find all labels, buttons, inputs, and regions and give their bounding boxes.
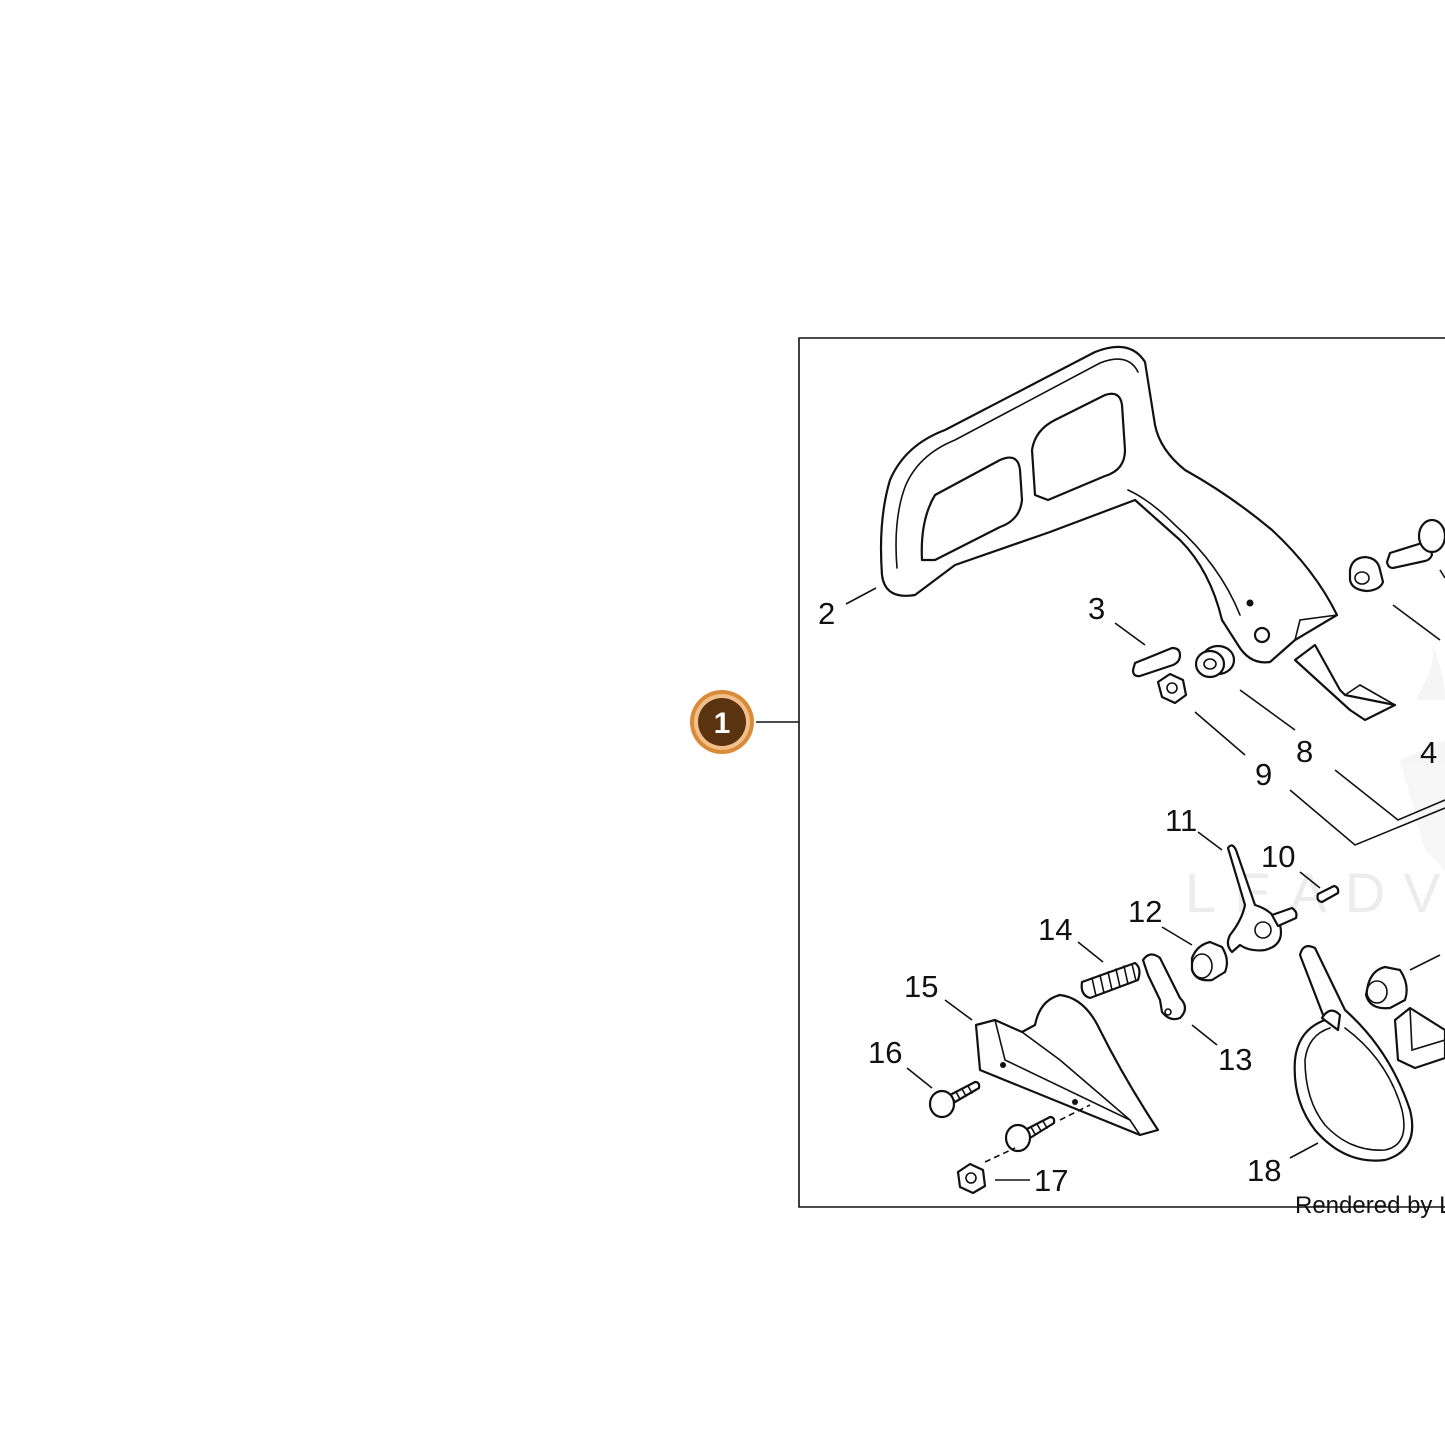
label-part-12[interactable]: 12 — [1128, 894, 1162, 929]
label-part-13[interactable]: 13 — [1218, 1042, 1252, 1077]
part-hand-guard — [879, 345, 1339, 664]
watermark-text: LEADVE — [1185, 861, 1445, 924]
label-part-17[interactable]: 17 — [1034, 1163, 1068, 1198]
part-cover-plate — [944, 993, 1160, 1137]
rendered-by-note: Rendered by Le — [1295, 1192, 1445, 1219]
part-nut-17 — [956, 1147, 1030, 1195]
part-pin — [1114, 622, 1182, 678]
part-bushing — [1161, 926, 1229, 982]
watermark-logo — [1400, 640, 1445, 870]
diagram-frame — [798, 337, 1445, 1208]
part-cut-off-right — [1364, 954, 1445, 1070]
part-brake-lever — [1293, 518, 1445, 722]
label-part-10[interactable]: 10 — [1261, 839, 1295, 874]
part-brake-band — [1289, 945, 1414, 1162]
label-part-11[interactable]: 11 — [1165, 803, 1197, 838]
label-part-4[interactable]: 4 — [1420, 735, 1437, 770]
part-latch-lever — [1197, 831, 1298, 954]
part-labels: 2 3 4 8 9 10 11 12 13 14 15 16 17 18 — [818, 587, 1437, 1198]
label-part-2[interactable]: 2 — [818, 596, 835, 631]
part-screw-16b — [1004, 1104, 1091, 1153]
part-link-arm — [1141, 953, 1218, 1046]
label-part-14[interactable]: 14 — [1038, 912, 1072, 947]
part-sleeve — [1194, 644, 1296, 731]
label-part-16[interactable]: 16 — [868, 1035, 902, 1070]
label-part-18[interactable]: 18 — [1247, 1153, 1281, 1188]
callout-number: 1 — [714, 707, 731, 740]
callout-badge[interactable]: 1 — [690, 690, 754, 754]
part-small-pin — [1299, 871, 1340, 904]
label-part-3[interactable]: 3 — [1088, 591, 1105, 626]
label-part-8[interactable]: 8 — [1296, 734, 1313, 769]
label-part-9[interactable]: 9 — [1255, 757, 1272, 792]
part-nut-9 — [1156, 672, 1246, 756]
part-spring — [1077, 941, 1141, 1000]
part-screw-16 — [906, 1067, 981, 1119]
label-part-15[interactable]: 15 — [904, 969, 938, 1004]
